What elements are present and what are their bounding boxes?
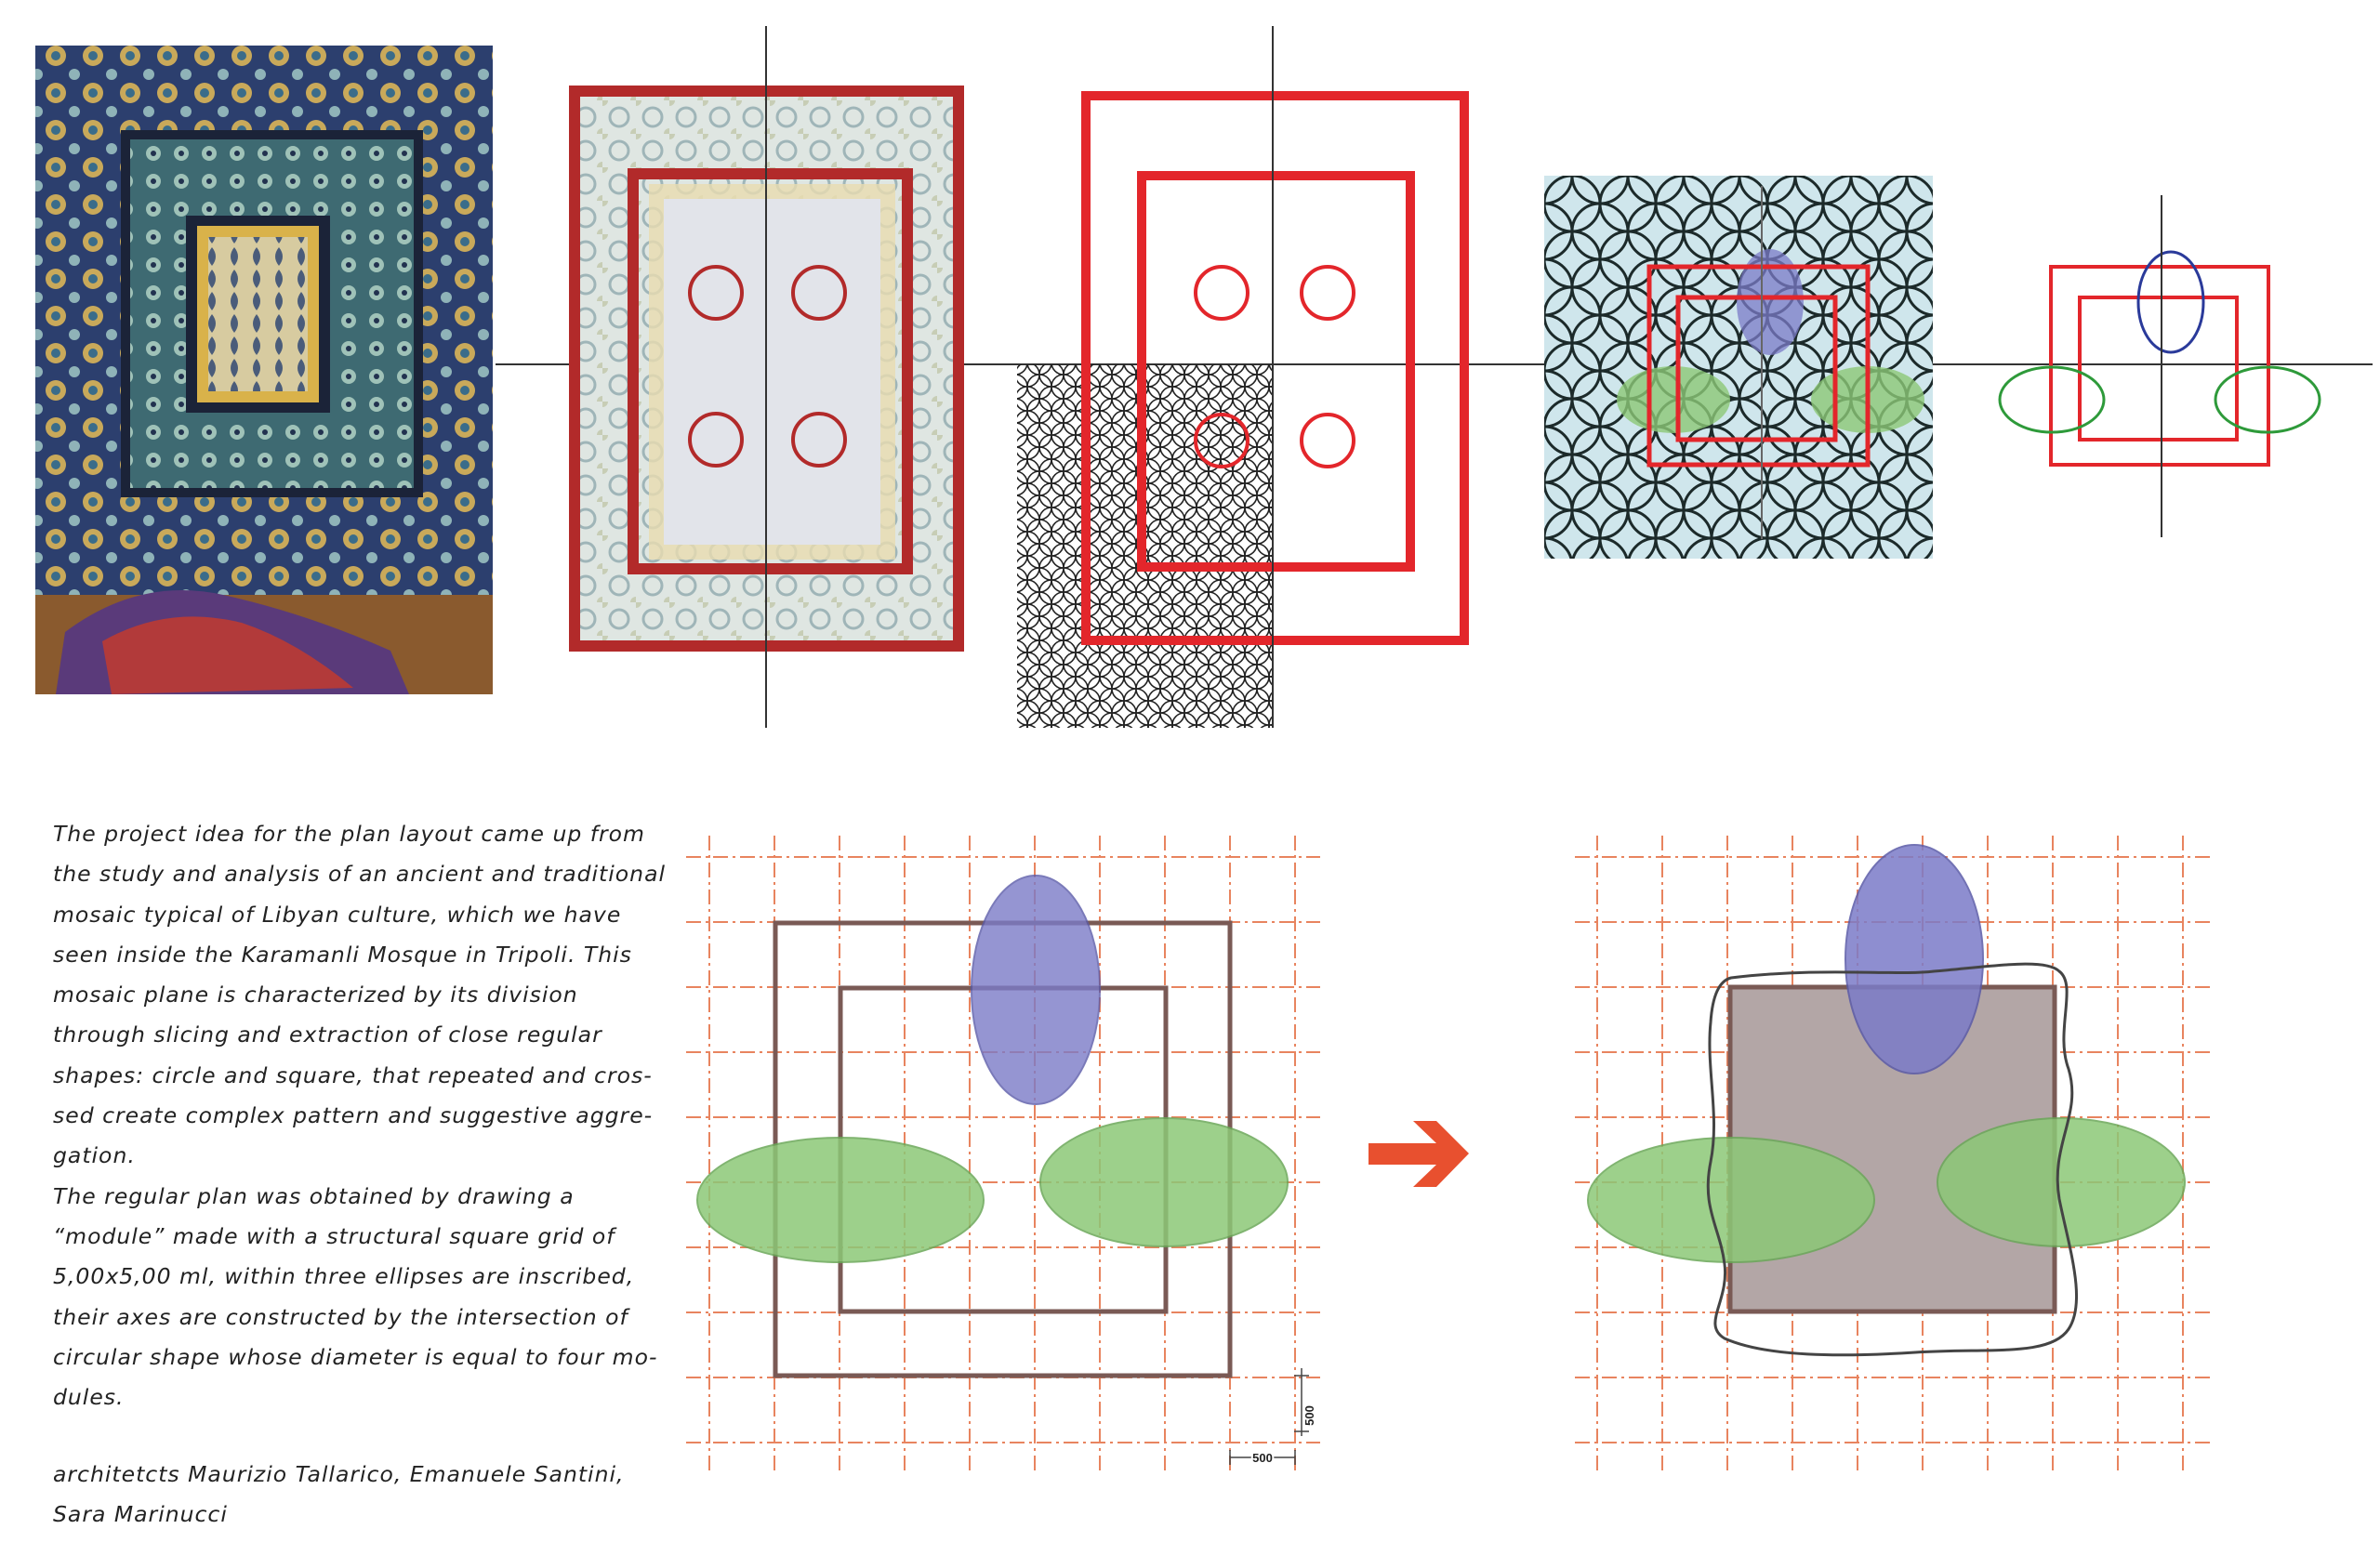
description-line: through slicing and extraction of close …: [53, 1021, 602, 1048]
description-line: mosaic plane is characterized by its div…: [53, 982, 578, 1008]
description-line: shapes: circle and square, that repeated…: [53, 1061, 653, 1088]
description-line: 5,00x5,00 ml, within three ellipses are …: [53, 1263, 635, 1290]
architects-credits: architetcts Maurizio Tallarico, Emanuele…: [53, 1455, 624, 1535]
module-grid-plan: 500 500: [686, 836, 1320, 1472]
credits-line: Sara Marinucci: [53, 1501, 228, 1528]
description-line: The project idea for the plan layout cam…: [53, 821, 645, 847]
circle-lattice-ellipses-panel: [1544, 176, 1933, 559]
description-line: sed create complex pattern and suggestiv…: [53, 1102, 654, 1129]
red-frames-lattice-panel: [1017, 26, 1469, 728]
mosaic-photo: [35, 46, 493, 694]
description-line: their axes are constructed by the inters…: [53, 1303, 628, 1330]
final-plan-layout: [1575, 836, 2213, 1472]
project-description: The project idea for the plan layout cam…: [53, 814, 666, 1417]
description-line: “module” made with a structural square g…: [53, 1222, 615, 1249]
arrow-right-icon: [1368, 1121, 1469, 1187]
dimension-horizontal-label: 500: [1252, 1451, 1273, 1465]
description-line: The regular plan was obtained by drawing…: [53, 1182, 575, 1209]
dimension-vertical: [1294, 1368, 1309, 1436]
credits-line: architetcts Maurizio Tallarico, Emanuele…: [53, 1461, 625, 1487]
dimension-vertical-label: 500: [1302, 1405, 1316, 1426]
description-line: seen inside the Karamanli Mosque in Trip…: [53, 941, 632, 968]
dimension-horizontal: [1229, 1450, 1296, 1465]
description-line: circular shape whose diameter is equal t…: [53, 1343, 658, 1370]
building-outline: [1706, 962, 2079, 1357]
abstract-scheme-panel: [1998, 195, 2321, 537]
description-line: the study and analysis of an ancient and…: [53, 861, 666, 888]
description-line: gation.: [53, 1142, 136, 1169]
description-line: dules.: [53, 1384, 125, 1411]
description-line: mosaic typical of Libyan culture, which …: [53, 901, 622, 928]
mosaic-red-frames-panel: [569, 26, 964, 728]
